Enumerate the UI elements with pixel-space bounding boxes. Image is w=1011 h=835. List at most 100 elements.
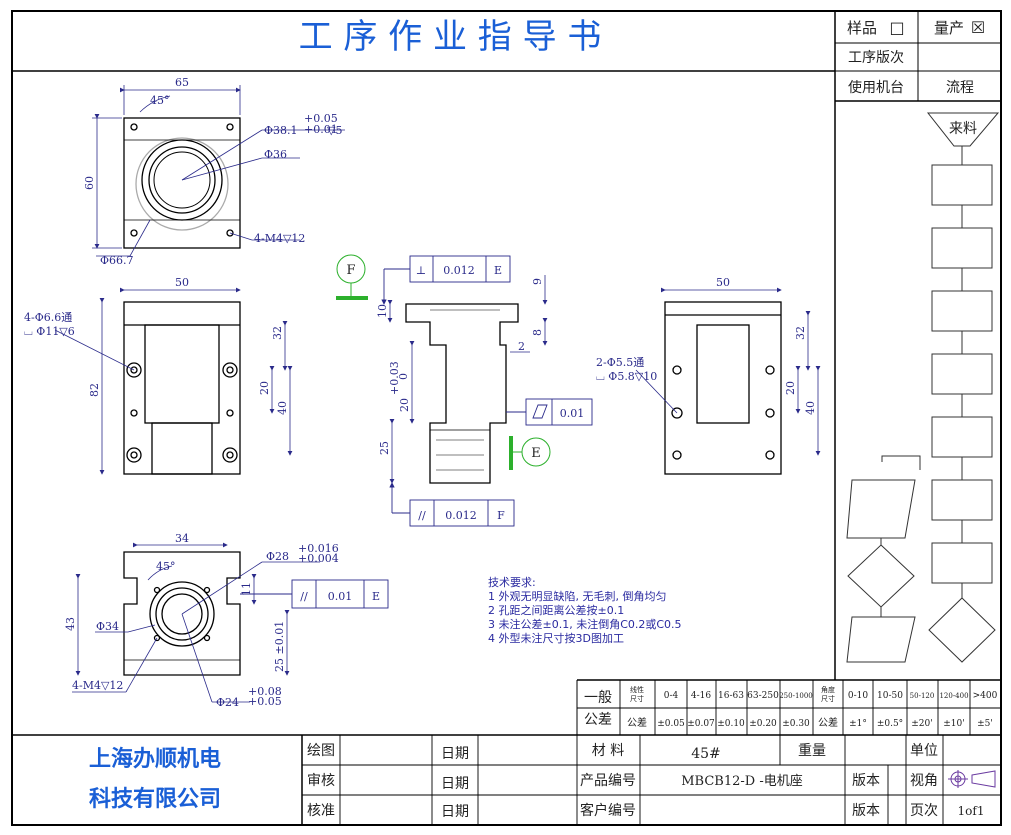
flow-step-3 xyxy=(931,290,993,332)
angle-range-3: 50-120 xyxy=(910,692,935,700)
tech-note-4: 4 外型未注尺寸按3D图加工 xyxy=(488,631,624,645)
material-value: 45# xyxy=(691,746,721,762)
bottom-bore-bottom: Φ24 xyxy=(216,696,239,709)
side-dim-9: 9 xyxy=(531,278,544,285)
border-frame xyxy=(11,10,1002,826)
bottom-angle: 45° xyxy=(156,560,176,573)
angle-head-1: 角度 xyxy=(821,685,835,694)
angle-tol-2: ±0.5° xyxy=(877,719,903,729)
linear-tol-3: ±0.10 xyxy=(717,719,745,729)
right-dim-32: 32 xyxy=(794,326,807,340)
page-label: 页次 xyxy=(910,803,938,819)
top-bore1-tol-upper: +0.05 xyxy=(304,112,338,125)
bottom-bore-top-tol-lower: +0.004 xyxy=(298,552,339,565)
side-dim-10: 10 xyxy=(376,304,389,318)
linear-head-1: 线性 xyxy=(630,685,644,694)
linear-tol-4: ±0.20 xyxy=(749,719,777,729)
linear-head-2: 尺寸 xyxy=(630,694,644,703)
front-dim-20: 20 xyxy=(258,381,271,395)
par-value: 0.012 xyxy=(445,509,477,522)
mass-label: 量产 xyxy=(934,19,964,37)
tech-note-1: 1 外观无明显缺陷, 无毛刺, 倒角均匀 xyxy=(488,589,666,603)
front-hole-note2: ⌴ Φ11▽6 xyxy=(24,325,75,338)
angle-tol-3: ±20' xyxy=(911,719,932,729)
tol-label-1: 一般 xyxy=(584,690,612,706)
right-hole-note1: 2-Φ5.5通 xyxy=(596,356,644,369)
top-bore1-depth: ▽5 xyxy=(327,124,342,137)
flow-start-label: 来料 xyxy=(949,121,977,137)
angle-head-2: 尺寸 xyxy=(821,694,835,703)
side-dim-20-tol-upper: +0.03 xyxy=(388,361,401,395)
sample-label: 样品 xyxy=(847,19,877,37)
title-block xyxy=(301,735,1001,825)
bottom-par-value: 0.01 xyxy=(328,590,353,603)
page-value: 1of1 xyxy=(958,804,985,818)
side-dim-20-tol-lower: 0 xyxy=(397,373,410,380)
linear-range-2: 4-16 xyxy=(691,691,711,701)
angle-range-2: 10-50 xyxy=(877,691,903,701)
product-no-value: MBCB12-D -电机座 xyxy=(681,774,803,789)
top-angle: 45° xyxy=(150,94,170,107)
angle-range-4: 120-400 xyxy=(939,692,968,700)
bottom-bore-top: Φ28 xyxy=(266,550,289,563)
angle-tol-5: ±5' xyxy=(977,719,993,729)
flow-step-4 xyxy=(931,353,993,395)
perp-symbol: ⊥ xyxy=(416,264,426,277)
mass-checkbox[interactable]: ☒ xyxy=(971,18,985,37)
date-label-1: 日期 xyxy=(441,746,469,762)
bottom-dim-34: 34 xyxy=(175,532,189,545)
top-dim-height: 60 xyxy=(83,176,96,190)
product-no-label: 产品编号 xyxy=(580,773,636,789)
front-dim-32: 32 xyxy=(271,326,284,340)
angle-tol-1: ±1° xyxy=(849,719,867,729)
unit-label: 单位 xyxy=(910,743,938,759)
customer-no-label: 客户编号 xyxy=(580,802,636,819)
side-view xyxy=(405,303,519,484)
process-version-label: 工序版次 xyxy=(848,50,904,66)
bottom-dim-11: 11 xyxy=(240,582,253,596)
tolerance-table xyxy=(577,680,1001,735)
angle-range-5: >400 xyxy=(973,691,998,701)
flow-chart xyxy=(846,112,1000,663)
linear-tol-2: ±0.07 xyxy=(687,719,715,729)
tech-notes-title: 技术要求: xyxy=(488,576,536,589)
flow-start-shape xyxy=(926,112,1000,147)
sample-checkbox[interactable]: □ xyxy=(889,18,904,37)
linear-tol-label: 公差 xyxy=(627,716,647,729)
angle-tol-label: 公差 xyxy=(818,716,838,729)
bottom-view xyxy=(123,551,241,676)
bottom-bore-top-tol-upper: +0.016 xyxy=(298,542,339,555)
linear-range-3: 16-63 xyxy=(718,691,744,701)
flow-step-2 xyxy=(931,227,993,269)
tol-label-2: 公差 xyxy=(584,712,612,728)
weight-label: 重量 xyxy=(798,743,826,759)
angle-range-1: 0-10 xyxy=(848,691,868,701)
top-thread: 4-M4▽12 xyxy=(254,232,305,245)
checked-label: 审核 xyxy=(307,773,335,789)
page-title: 工 序 作 业 指 导 书 xyxy=(299,17,602,57)
side-dim-25: 25 xyxy=(378,441,391,455)
right-dim-width: 50 xyxy=(716,276,730,289)
top-dim-width: 65 xyxy=(175,76,189,89)
linear-range-1: 0-4 xyxy=(664,691,679,701)
perp-ref: E xyxy=(494,264,502,277)
linear-range-5: 250-1000 xyxy=(779,692,813,700)
version-label-1: 版本 xyxy=(852,773,880,789)
view-label: 视角 xyxy=(910,773,938,789)
side-dim-20: 20 xyxy=(398,398,411,412)
flat-value: 0.01 xyxy=(560,407,585,420)
right-dim-40: 40 xyxy=(804,401,817,415)
company-line-2: 科技有限公司 xyxy=(89,786,221,812)
top-bore2: Φ36 xyxy=(264,148,287,161)
right-dim-20: 20 xyxy=(784,381,797,395)
angle-tol-4: ±10' xyxy=(943,719,964,729)
flow-io-2 xyxy=(846,616,916,663)
linear-tol-1: ±0.05 xyxy=(657,719,685,729)
side-dim-8: 8 xyxy=(531,329,544,336)
date-label-2: 日期 xyxy=(441,776,469,792)
bottom-thread: 4-M4▽12 xyxy=(72,679,123,692)
front-view xyxy=(123,301,241,475)
flow-step-7 xyxy=(931,542,993,584)
par-ref: F xyxy=(497,509,505,522)
